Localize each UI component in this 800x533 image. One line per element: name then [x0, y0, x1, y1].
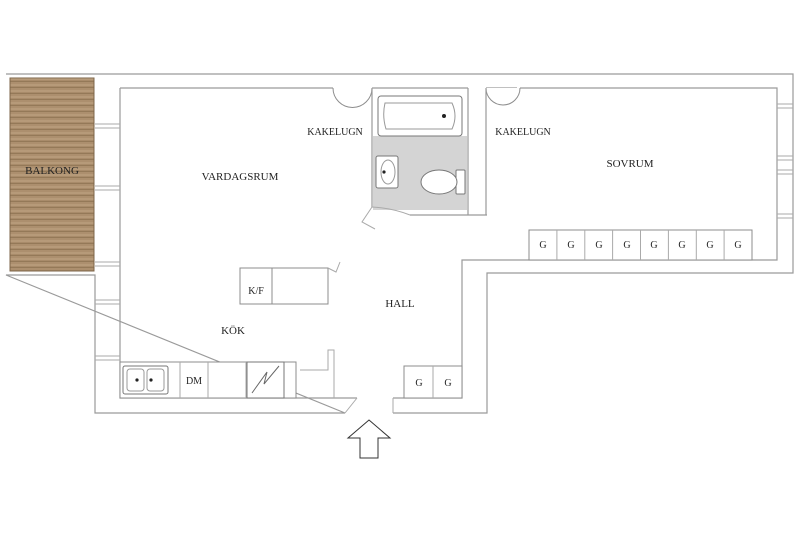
fridge-freezer — [239, 261, 341, 305]
window-marks-left — [95, 123, 120, 361]
balcony-floor — [9, 77, 95, 272]
bedroom-closet-label: G — [595, 240, 602, 251]
bathroom-walls — [371, 88, 487, 216]
bedroom-closet-label: G — [706, 240, 713, 251]
bathroom-door — [361, 206, 411, 230]
window-marks-right — [777, 103, 793, 219]
tiled-stove-left-label: KAKELUGN — [307, 127, 363, 138]
bedroom-label: SOVRUM — [606, 158, 653, 170]
bedroom-closet-label: G — [678, 240, 685, 251]
entrance-arrow-icon — [346, 419, 392, 459]
hall-closet-label: G — [415, 378, 422, 389]
toilet — [420, 169, 466, 195]
dishwasher-label: DM — [186, 376, 202, 387]
bathroom-sink — [375, 155, 399, 189]
outer-wall — [5, 73, 794, 414]
bathtub — [377, 95, 463, 137]
bedroom-closet-label: G — [734, 240, 741, 251]
entrance-door — [344, 397, 394, 414]
bedroom-closet-label: G — [539, 240, 546, 251]
hall-label: HALL — [385, 298, 415, 310]
fridge-freezer-label: K/F — [248, 286, 264, 297]
balcony-label: BALKONG — [25, 165, 79, 177]
bedroom-closets — [528, 229, 753, 261]
bedroom-closet-label: G — [623, 240, 630, 251]
kitchen-partition — [300, 349, 335, 398]
living-room-label: VARDAGSRUM — [202, 171, 279, 183]
kitchen-label: KÖK — [221, 325, 245, 337]
hall-closet-label: G — [444, 378, 451, 389]
bedroom-closet-label: G — [567, 240, 574, 251]
tiled-stove-left-shape — [332, 87, 373, 108]
tiled-stove-right-shape — [485, 87, 521, 106]
hall-closets — [403, 365, 463, 399]
kitchen-sink — [122, 365, 169, 395]
tiled-stove-right-label: KAKELUGN — [495, 127, 551, 138]
kitchen-stove — [246, 361, 285, 399]
bedroom-closet-label: G — [650, 240, 657, 251]
